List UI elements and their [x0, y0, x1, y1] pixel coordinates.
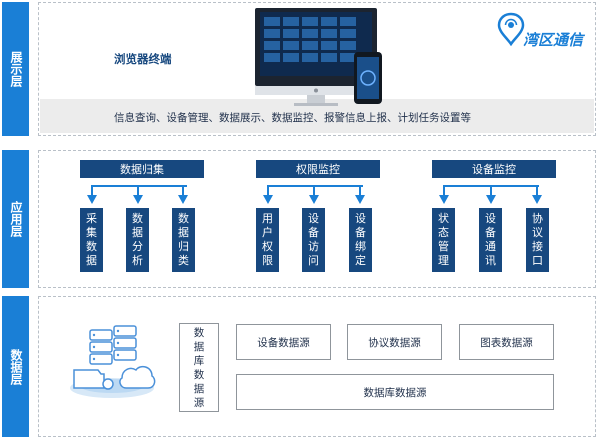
data-layer-panel	[38, 296, 596, 437]
protocol-data-source: 协议数据源	[347, 324, 442, 360]
group-header-data-collection: 数据归集	[80, 160, 204, 178]
layer-label-data: 数据层	[2, 296, 29, 437]
arrow-down-icon	[87, 187, 97, 204]
function-tile: 数据归类	[172, 208, 195, 272]
function-tile: 用户权限	[256, 208, 279, 272]
device-data-source: 设备数据源	[236, 324, 331, 360]
layer-label-display: 展示层	[2, 2, 29, 136]
arrow-down-icon	[355, 187, 365, 204]
arrow-down-icon	[178, 187, 188, 204]
arrow-down-icon	[309, 187, 319, 204]
group-connector	[443, 185, 539, 187]
display-layer-panel	[38, 2, 596, 136]
group-header-device-monitor: 设备监控	[432, 160, 556, 178]
arrow-down-icon	[133, 187, 143, 204]
function-tile: 设备访问	[302, 208, 325, 272]
database-data-source: 数据库数据源	[236, 374, 554, 410]
function-tile: 采集数据	[80, 208, 103, 272]
display-features-text: 信息查询、设备管理、数据展示、数据监控、报警信息上报、计划任务设置等	[114, 112, 471, 124]
brand-name: 湾区通信	[523, 31, 584, 49]
function-tile: 数据分析	[126, 208, 149, 272]
arrow-down-icon	[439, 187, 449, 204]
group-connector	[91, 185, 187, 187]
function-tile: 协议接口	[526, 208, 549, 272]
arrow-down-icon	[532, 187, 542, 204]
application-layer-panel	[38, 150, 596, 288]
group-connector	[267, 185, 363, 187]
browser-terminal-label: 浏览器终端	[114, 52, 172, 66]
chart-data-source: 图表数据源	[459, 324, 554, 360]
layer-label-application: 应用层	[2, 150, 29, 288]
group-header-permission-monitor: 权限监控	[256, 160, 380, 178]
monitor-phone-illustration	[255, 8, 382, 106]
database-cloud-illustration	[70, 325, 156, 398]
arrow-down-icon	[486, 187, 496, 204]
brand-logo-icon	[497, 12, 525, 46]
function-tile: 状态管理	[432, 208, 455, 272]
arrow-down-icon	[263, 187, 273, 204]
function-tile: 设备绑定	[349, 208, 372, 272]
function-tile: 设备通讯	[479, 208, 502, 272]
vertical-database-source: 数据库数据源	[179, 323, 219, 412]
